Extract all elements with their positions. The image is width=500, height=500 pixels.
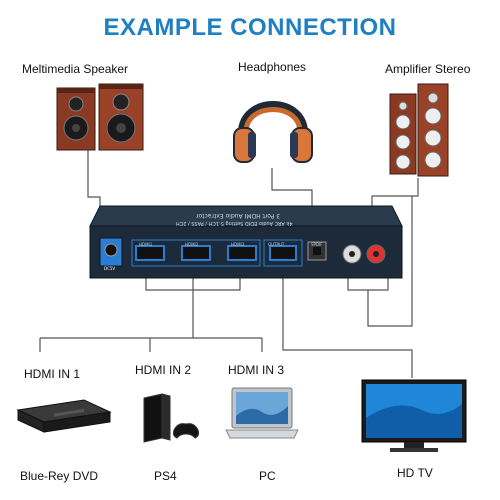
port-label-hdmi2: HDMI2 [185,242,199,247]
device-name-line1: 3 Port HDMI Audio Extractor [196,212,281,219]
pc-image [225,387,299,439]
hdmi-in-2-label: HDMI IN 2 [135,363,192,377]
headphones-image [233,101,313,163]
hdmi-audio-extractor [89,205,403,279]
amplifier-stereo-label: Amplifier Stereo [385,62,471,76]
headphones-label: Headphones [238,60,307,74]
port-label-hdmi1: HDMI1 [139,242,153,247]
diagram-title: EXAMPLE CONNECTION [103,14,397,41]
hdmi-in-3-label: HDMI IN 3 [228,363,285,377]
ps4-label: PS4 [154,469,177,483]
dc-label: DC5V [104,266,116,271]
bluray-dvd-image [16,399,112,433]
port-label-output: OUTPUT [268,242,285,247]
bluray-dvd-label: Blue-Rey DVD [20,469,99,483]
headphones-wire [271,168,313,214]
amplifier-stereo-image [389,83,449,177]
hd-tv-label: HD TV [397,466,433,480]
port-label-spdif: SPDIF [311,242,323,247]
hd-tv-image [361,379,467,452]
output-to-tv-wire [282,278,413,378]
ps4-image [143,393,200,443]
pc-label: PC [259,469,276,483]
hdmi-in-1-label: HDMI IN 1 [24,367,81,381]
amplifier-wire [371,178,419,214]
multimedia-speaker-label: Meltimedia Speaker [22,62,129,76]
device-name-line2: 4k ARC Audio EDID Setting 5.1CH / PASS /… [176,220,293,226]
port-label-hdmi3: HDMI3 [231,242,245,247]
multimedia-speaker-image [56,83,144,151]
